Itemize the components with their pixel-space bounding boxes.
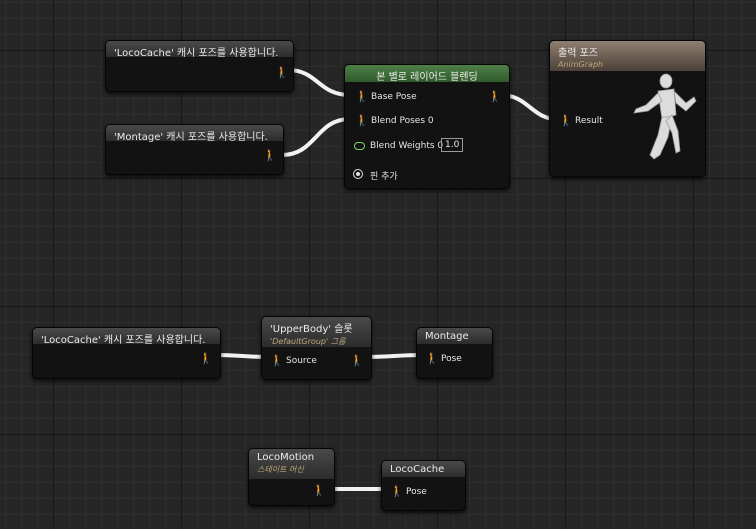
pose-pin-icon[interactable] <box>355 91 365 103</box>
node-title: LocoMotion <box>257 452 315 463</box>
pose-pin-icon[interactable] <box>312 485 322 497</box>
wire-slot-to-montage <box>363 353 425 359</box>
float-pin-icon[interactable] <box>354 142 365 150</box>
output-node-header: 출력 포즈 AnimGraph <box>550 41 705 71</box>
node-title: Montage <box>425 331 469 342</box>
wire-locache-to-basepose <box>286 68 352 97</box>
source-label: Source <box>286 356 317 366</box>
save-cached-pose-node-lococache[interactable]: LocoCache Pose <box>381 460 466 511</box>
use-cached-pose-node-lococache[interactable]: 'LocoCache' 캐시 포즈를 사용합니다. <box>105 40 294 92</box>
pose-label: Pose <box>441 354 462 364</box>
result-label: Result <box>575 116 603 126</box>
use-cached-pose-node-montage[interactable]: 'Montage' 캐시 포즈를 사용합니다. <box>105 124 284 175</box>
pose-pin-icon[interactable] <box>390 486 400 498</box>
node-subtitle: 스테이트 머신 <box>257 465 304 474</box>
node-title: LocoCache <box>390 464 445 475</box>
output-pose-node[interactable]: 출력 포즈 AnimGraph Result <box>549 40 706 177</box>
node-title: 'LocoCache' 캐시 포즈를 사용합니다. <box>41 335 206 346</box>
pose-pin-icon[interactable] <box>488 91 498 103</box>
node-subtitle: AnimGraph <box>558 60 604 69</box>
save-cached-pose-node-montage[interactable]: Montage Pose <box>416 327 493 379</box>
node-subtitle: 'DefaultGroup' 그룹 <box>270 337 346 346</box>
pose-pin-icon[interactable] <box>263 150 273 162</box>
base-pose-label: Base Pose <box>371 92 417 102</box>
node-title: 'UpperBody' 슬롯 <box>270 324 353 335</box>
blend-weights-input[interactable]: 1.0 <box>441 138 464 152</box>
blend-poses-label: Blend Poses 0 <box>371 116 434 126</box>
pose-pin-icon[interactable] <box>270 355 280 367</box>
add-pin-label[interactable]: 핀 추가 <box>370 172 398 182</box>
use-cached-pose-node-lococache-2[interactable]: 'LocoCache' 캐시 포즈를 사용합니다. <box>32 327 221 379</box>
pose-pin-icon[interactable] <box>355 115 365 127</box>
mannequin-icon <box>633 73 697 160</box>
wire-montage-to-blendposes <box>280 117 352 157</box>
pose-pin-icon[interactable] <box>275 67 285 79</box>
blend-weights-label: Blend Weights 0 <box>370 141 444 151</box>
blend-node-header: 본 별로 레이어드 블렌딩 <box>345 65 509 83</box>
pose-pin-icon[interactable] <box>559 115 569 127</box>
node-title: 본 별로 레이어드 블렌딩 <box>376 72 478 83</box>
pose-pin-icon[interactable] <box>199 353 209 365</box>
pose-label: Pose <box>406 487 427 497</box>
state-machine-node-locomotion[interactable]: LocoMotion 스테이트 머신 <box>248 448 335 506</box>
pose-pin-icon[interactable] <box>425 353 435 365</box>
node-title: 'LocoCache' 캐시 포즈를 사용합니다. <box>114 48 279 59</box>
pose-pin-icon[interactable] <box>350 355 360 367</box>
node-title: 'Montage' 캐시 포즈를 사용합니다. <box>114 132 268 143</box>
layered-blend-per-bone-node[interactable]: 본 별로 레이어드 블렌딩 Base Pose Blend Poses 0 Bl… <box>344 64 510 189</box>
add-pin-icon[interactable] <box>353 169 363 179</box>
slot-node-upperbody[interactable]: 'UpperBody' 슬롯 'DefaultGroup' 그룹 Source <box>261 316 372 380</box>
node-title: 출력 포즈 <box>558 48 598 59</box>
